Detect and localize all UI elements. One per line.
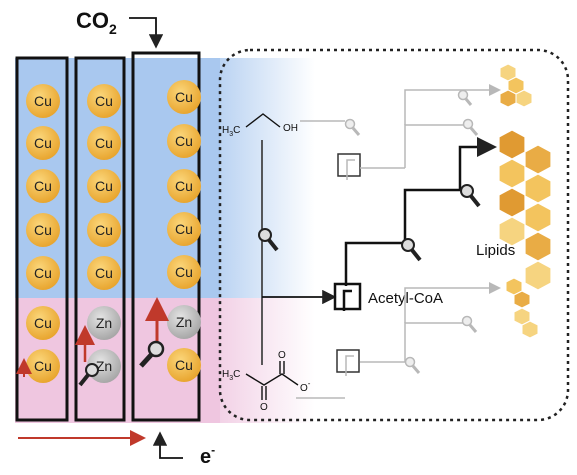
atom: Zn	[87, 306, 121, 340]
magnifier-icon	[461, 315, 478, 333]
electron-arrow	[152, 431, 183, 459]
atom-label: Cu	[175, 178, 193, 194]
magnifier-icon	[344, 118, 361, 136]
electrode-1-atoms: Cu Cu Cu Cu Cu Cu Cu	[26, 84, 60, 383]
ethanol-oh: OH	[283, 123, 298, 134]
pyruvate-o: O	[278, 350, 286, 361]
pyruvate-h3c: H3C	[222, 369, 240, 382]
atom: Cu	[26, 349, 60, 383]
atom-label: Cu	[34, 358, 52, 374]
atom-label: Cu	[95, 135, 113, 151]
magnifier-icon	[139, 340, 165, 368]
magnifier-icon	[460, 184, 481, 208]
electron-label: e-	[200, 443, 215, 468]
atom-label: Cu	[95, 265, 113, 281]
pyruvate-molecule: H3C O O O-	[222, 350, 311, 413]
atom-label: Cu	[34, 135, 52, 151]
atom-label: Cu	[95, 178, 113, 194]
atom: Zn	[167, 305, 201, 339]
pyruvate-o-minus: O-	[300, 379, 311, 394]
atom-label: Cu	[95, 93, 113, 109]
atom: Cu	[87, 213, 121, 247]
atom-label: Zn	[96, 315, 112, 331]
electrode-3-atoms: Cu Cu Cu Cu Cu Zn Cu	[167, 80, 201, 382]
current-arrows	[16, 297, 169, 446]
magnifier-icon	[78, 363, 99, 387]
atom: Cu	[26, 306, 60, 340]
atom-label: Cu	[95, 222, 113, 238]
lipid-cluster-top	[499, 63, 533, 108]
ethanol-h3c: H3C	[222, 125, 240, 138]
atom: Cu	[26, 256, 60, 290]
atom: Cu	[167, 348, 201, 382]
lipid-cluster-main	[498, 129, 552, 291]
lipids-label: Lipids	[476, 242, 515, 259]
lipid-cluster-bottom	[505, 277, 539, 339]
magnifier-icon	[404, 356, 421, 374]
co2-arrow	[129, 17, 164, 49]
magnifier-icon	[401, 238, 422, 262]
pathway-lower-grey	[296, 282, 501, 399]
magnifier-icon	[258, 228, 279, 252]
magnifier-icon	[462, 118, 479, 136]
atom-label: Cu	[34, 315, 52, 331]
atom: Cu	[167, 255, 201, 289]
atom-label: Cu	[175, 357, 193, 373]
atom-label: Zn	[96, 358, 112, 374]
cell-boundary	[218, 48, 570, 422]
atom-label: Zn	[176, 314, 192, 330]
atom: Cu	[26, 126, 60, 160]
atom-label: Cu	[175, 264, 193, 280]
co2-label: CO2	[76, 8, 117, 37]
atom: Cu	[87, 256, 121, 290]
pathway-acetyl	[333, 137, 497, 311]
atom: Cu	[167, 212, 201, 246]
atom-label: Cu	[34, 93, 52, 109]
atom: Cu	[167, 169, 201, 203]
atom: Cu	[87, 84, 121, 118]
atom: Cu	[26, 84, 60, 118]
atom-label: Cu	[175, 89, 193, 105]
atom-label: Cu	[175, 133, 193, 149]
atom: Cu	[87, 169, 121, 203]
pathway-main	[258, 140, 337, 365]
atom-label: Cu	[34, 265, 52, 281]
ethanol-molecule: H3C OH	[222, 113, 298, 138]
atom: Cu	[26, 169, 60, 203]
atom: Cu	[167, 124, 201, 158]
pathway-upper-grey	[300, 84, 501, 180]
catalyst-icons	[78, 340, 165, 387]
pyruvate-o: O	[260, 402, 268, 413]
atom-label: Cu	[34, 178, 52, 194]
atom-label: Cu	[34, 222, 52, 238]
electrode-2-atoms: Cu Cu Cu Cu Cu Zn Zn	[87, 84, 121, 383]
atom: Cu	[167, 80, 201, 114]
atom: Cu	[87, 126, 121, 160]
atom-label: Cu	[175, 221, 193, 237]
magnifier-icon	[457, 89, 473, 106]
atom: Cu	[26, 213, 60, 247]
